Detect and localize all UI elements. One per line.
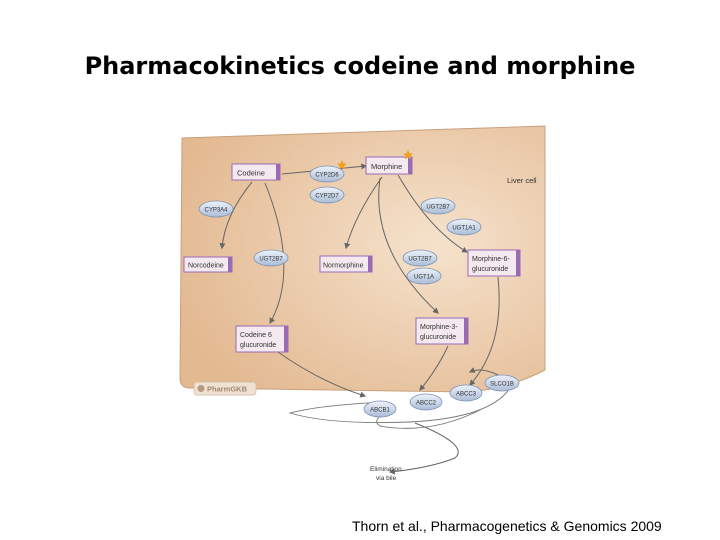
arrow-codeine-norcodeine	[219, 181, 253, 250]
arrow-morphine-morphine3g	[378, 177, 439, 314]
cyp2d7-label: CYP2D7	[315, 194, 339, 200]
enzyme-ugt2b7-top: UGT2B7	[420, 197, 456, 215]
transporter-abcb1: ABCB1	[363, 400, 397, 418]
arrow-codeine6g-transport	[274, 349, 367, 398]
metabolite-codeine: Codeine	[231, 163, 281, 181]
arrow-morphine-normorphine	[344, 176, 383, 250]
star-icon	[337, 160, 347, 170]
citation: Thorn et al., Pharmacogenetics & Genomic…	[352, 518, 662, 534]
cyp3a4-label: CYP3A4	[204, 208, 228, 214]
metabolite-codeine-6-glucuronide: Codeine 6 glucuronide	[235, 325, 289, 353]
enzyme-ugt2b7-middle: UGT2B7	[253, 249, 289, 267]
ugt2b7-top-label: UGT2B7	[426, 205, 450, 211]
abcb1-label: ABCB1	[370, 408, 390, 414]
ugt1a-label: UGT1A	[414, 275, 434, 281]
star-icon	[403, 150, 413, 160]
enzyme-ugt2b7-right: UGT2B7	[402, 249, 438, 267]
ugt2b7-right-label: UGT2B7	[408, 257, 432, 263]
cyp2d6-label: CYP2D6	[315, 173, 339, 179]
liver-cell-label: Liver cell	[507, 176, 537, 185]
slide-title: Pharmacokinetics codeine and morphine	[84, 52, 636, 80]
transporter-abcc3: ABCC3	[449, 384, 483, 402]
metabolite-norcodeine: Norcodeine	[183, 256, 233, 273]
enzyme-ugt1a: UGT1A	[406, 267, 442, 285]
codeine6g-label-line1: Codeine 6	[240, 332, 272, 339]
transporter-abcc2: ABCC2	[409, 393, 443, 411]
elimination-label-line2: via bile	[376, 475, 397, 482]
codeine6g-label-line2: glucuronide	[240, 342, 276, 349]
enzyme-cyp3a4: CYP3A4	[198, 200, 234, 218]
morphine-label: Morphine	[371, 162, 402, 171]
transporter-slco1b: SLCO1B	[484, 374, 520, 392]
enzyme-cyp2d7: CYP2D7	[309, 186, 345, 204]
morphine3g-label-line2: glucuronide	[420, 334, 456, 341]
enzyme-cyp2d6: CYP2D6	[309, 160, 347, 183]
morphine6g-label-line2: glucuronide	[472, 266, 508, 273]
metabolite-morphine-6-glucuronide: Morphine-6- glucuronide	[467, 249, 521, 277]
arrow-morphine6g-transport	[469, 276, 500, 386]
ugt1a1-label: UGT1A1	[452, 226, 476, 232]
metabolite-morphine: Morphine	[365, 150, 413, 175]
metabolite-normorphine: Normorphine	[319, 255, 373, 273]
arrow-to-elimination	[388, 422, 459, 475]
flow-loop-1	[288, 387, 511, 424]
morphine6g-label-line1: Morphine-6-	[472, 256, 510, 263]
morphine3g-label-line1: Morphine-3-	[420, 324, 458, 331]
enzyme-ugt1a1: UGT1A1	[446, 218, 482, 236]
pharmgkb-watermark	[193, 381, 257, 396]
arrow-morphine3g-transport	[419, 345, 449, 391]
ugt2b7-middle-label: UGT2B7	[259, 257, 283, 263]
watermark-text: PharmGKB	[207, 385, 248, 394]
abcc3-label: ABCC3	[456, 392, 477, 398]
normorphine-label: Normorphine	[323, 263, 364, 270]
metabolite-morphine-3-glucuronide: Morphine-3- glucuronide	[415, 317, 469, 345]
arrow-morphine-morphine6g	[397, 174, 469, 253]
abcc2-label: ABCC2	[416, 401, 437, 407]
codeine-label: Codeine	[237, 169, 265, 178]
pathway-diagram: Liver cell PharmGKB Codeine Morphine Nor…	[179, 125, 546, 482]
pharmgkb-logo-icon	[197, 385, 205, 392]
slco1b-label: SLCO1B	[490, 382, 514, 388]
elimination-label-line1: Elimination	[370, 466, 402, 473]
norcodeine-label: Norcodeine	[188, 263, 224, 270]
